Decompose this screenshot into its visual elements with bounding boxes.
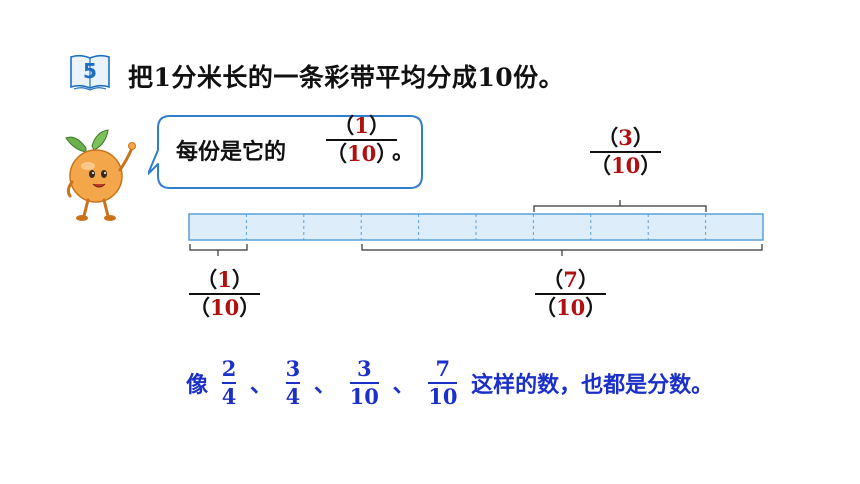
bottom-right-numerator: 7: [563, 267, 578, 292]
bottom-left-denominator: 10: [210, 295, 240, 320]
sentence-numerator: 3: [285, 356, 301, 381]
top-fraction-label: （3） （10）: [590, 125, 662, 178]
bottom-right-denominator: 10: [556, 295, 586, 320]
sentence-denominator: 10: [428, 384, 458, 409]
problem-statement: 把1分米长的一条彩带平均分成10份。: [128, 63, 565, 92]
sentence-fraction: 2 4: [221, 356, 237, 409]
bottom-left-numerator: 1: [217, 267, 232, 292]
sentence-separator: 、: [313, 372, 336, 398]
sentence-fraction: 3 4: [285, 356, 301, 409]
bottom-left-fraction-label: （1） （10）: [189, 267, 261, 320]
bubble-sentence: 每份是它的: [176, 134, 286, 166]
sentence-separator: 、: [249, 372, 272, 398]
tape-dividers: [245, 214, 707, 240]
bubble-fraction: （1） （10）: [326, 113, 398, 166]
sentence-prefix: 像: [186, 372, 209, 398]
bubble-denominator: 10: [347, 141, 377, 166]
example-number: 5: [83, 59, 97, 83]
top-numerator: 3: [618, 125, 633, 150]
bubble-numerator: 1: [354, 113, 369, 138]
sentence-denominator: 10: [349, 384, 379, 409]
sentence-fraction: 7 10: [428, 356, 458, 409]
bubble-prefix: 每份是它的: [176, 139, 287, 165]
sentence-numerator: 2: [221, 356, 237, 381]
open-book-icon: [70, 54, 110, 91]
sentence-fraction: 3 10: [349, 356, 379, 409]
top-denominator: 10: [611, 153, 641, 178]
sentence-numerator: 3: [356, 356, 372, 381]
orange-mascot-icon: [65, 129, 136, 221]
sentence-denominator: 4: [221, 384, 237, 409]
sentence-denominator: 4: [285, 384, 301, 409]
speech-bubble: [148, 115, 423, 189]
sentence-numerator: 7: [435, 356, 451, 381]
bottom-right-fraction-label: （7） （10）: [535, 267, 607, 320]
sentence-suffix: 这样的数，也都是分数。: [471, 372, 714, 398]
bubble-suffix: 。: [392, 139, 415, 165]
sentence-separator: 、: [392, 372, 415, 398]
summary-sentence: 像 2 4 、 3 4 、 3 10 、 7 10 这样的数，也都是分数。: [186, 357, 713, 417]
